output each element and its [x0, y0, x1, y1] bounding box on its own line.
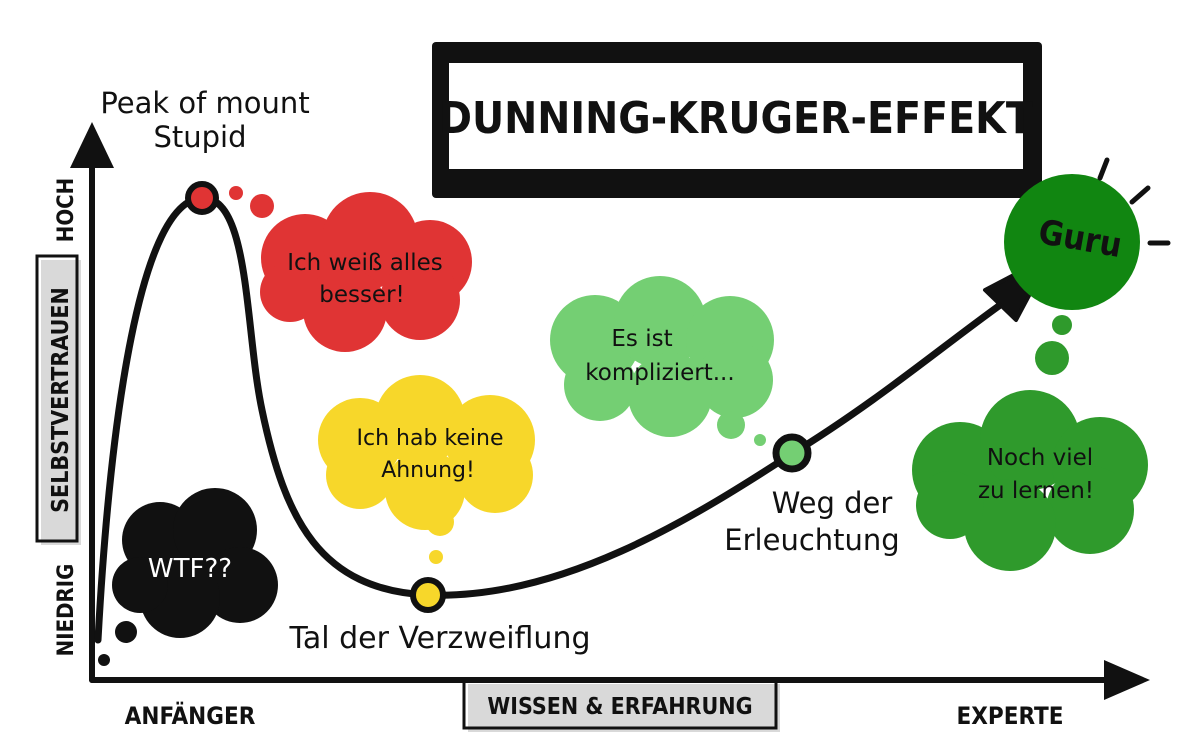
- peak-label-line2: Stupid: [153, 120, 246, 154]
- x-axis-end-label: EXPERTE: [956, 702, 1063, 730]
- know-all-line2: besser!: [319, 282, 405, 308]
- guru-bubble: Guru: [1004, 157, 1171, 310]
- y-axis-title: SELBSTVERTRAUEN: [48, 287, 74, 513]
- y-axis-arrow-icon: [70, 122, 114, 168]
- complicated-line1: Es ist: [611, 326, 672, 352]
- y-axis: HOCH SELBSTVERTRAUEN NIEDRIG: [35, 122, 114, 683]
- chart-title: DUNNING-KRUGER-EFFEKT: [439, 93, 1033, 144]
- no-clue-line2: Ahnung!: [381, 458, 475, 483]
- y-axis-high-label: HOCH: [54, 178, 79, 242]
- valley-marker: [410, 577, 446, 613]
- x-axis-start-label: ANFÄNGER: [125, 701, 256, 730]
- enlightenment-marker: [772, 433, 812, 473]
- peak-label-line1: Peak of mount: [100, 86, 309, 120]
- x-axis-title: WISSEN & ERFAHRUNG: [487, 694, 752, 720]
- shine-mark: [1129, 185, 1151, 205]
- x-axis: ANFÄNGER WISSEN & ERFAHRUNG EXPERTE: [89, 660, 1150, 732]
- path-label-line1: Weg der: [772, 486, 893, 520]
- no-clue-bubble: Ich hab keine Ahnung!: [318, 375, 535, 564]
- x-axis-arrow-icon: [1104, 660, 1150, 700]
- peak-marker: [185, 181, 219, 215]
- valley-label: Tal der Verzweiflung: [288, 621, 590, 656]
- no-clue-line1: Ich hab keine: [357, 426, 504, 451]
- shine-mark: [1097, 157, 1110, 181]
- learn-more-bubble: Noch viel zu lernen!: [912, 315, 1148, 571]
- y-axis-low-label: NIEDRIG: [54, 564, 79, 657]
- know-all-line1: Ich weiß alles: [287, 250, 442, 276]
- know-all-bubble: Ich weiß alles besser!: [229, 186, 472, 352]
- wtf-bubble: WTF??: [98, 488, 278, 666]
- learn-more-line2: zu lernen!: [978, 478, 1094, 504]
- y-axis-label-box: [41, 260, 81, 545]
- x-axis-label-box: [468, 684, 780, 732]
- complicated-line2: kompliziert...: [585, 360, 734, 386]
- wtf-bubble-text: WTF??: [148, 554, 232, 584]
- path-label-line2: Erleuchtung: [724, 523, 899, 557]
- learn-more-line1: Noch viel: [987, 445, 1093, 471]
- title-box: DUNNING-KRUGER-EFFEKT: [432, 42, 1042, 198]
- complicated-bubble: Es ist kompliziert...: [550, 276, 774, 446]
